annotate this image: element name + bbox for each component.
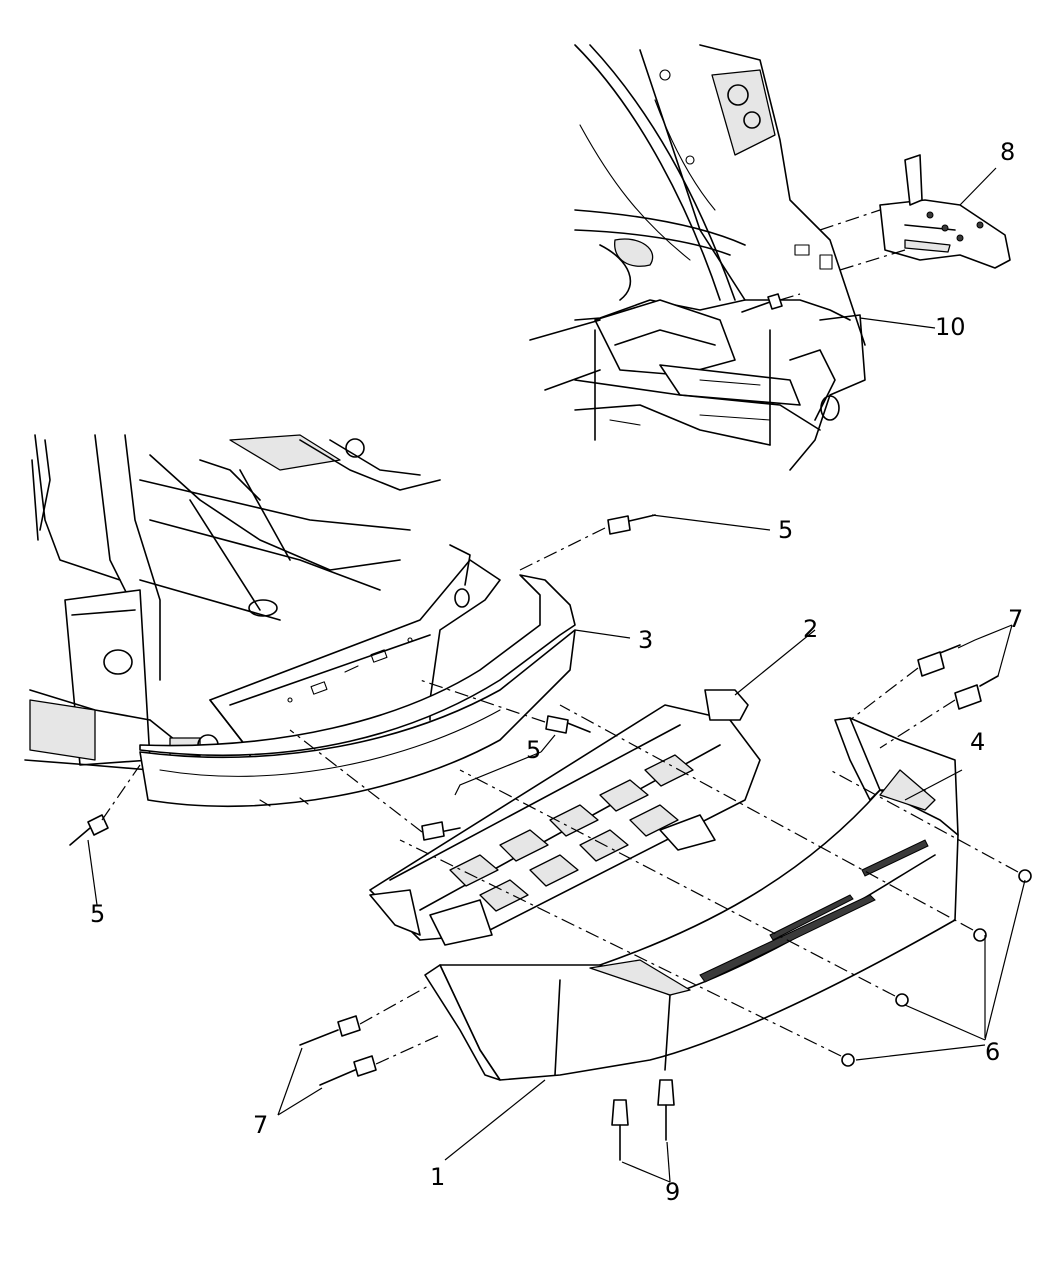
screw-part-6-c <box>459 769 909 1007</box>
callout-5-left: 5 <box>90 900 105 928</box>
push-pin-part-7-upper <box>849 644 961 721</box>
energy-absorber-part-2 <box>369 689 761 946</box>
push-pin-part-7-right <box>879 675 999 749</box>
callouts: 1 2 3 4 5 5 5 6 7 7 8 9 10 <box>90 138 1023 1206</box>
push-pin-part-10 <box>741 293 801 313</box>
callout-5-middle: 5 <box>526 736 541 764</box>
bolt-part-5-upper <box>519 514 656 571</box>
push-pin-part-7-lower-a <box>299 984 431 1046</box>
screw-part-6-b <box>559 704 987 942</box>
vehicle-rear-body <box>24 434 501 771</box>
bolt-part-5-middle <box>419 679 591 734</box>
bracket-part-8 <box>819 154 1011 271</box>
bolt-part-5-lower <box>289 729 461 841</box>
callout-10: 10 <box>935 313 966 341</box>
callout-6: 6 <box>985 1038 1000 1066</box>
screw-part-6-d <box>399 839 855 1067</box>
callout-7-right: 7 <box>1008 605 1023 633</box>
absorber-ribs <box>449 754 694 912</box>
push-pin-part-7-lower-b <box>319 1034 441 1086</box>
push-pin-part-9-right <box>657 1079 675 1141</box>
callout-3: 3 <box>638 626 653 654</box>
fascia-part-4 <box>424 717 959 1081</box>
callout-9: 9 <box>665 1178 680 1206</box>
bolt-part-5-left <box>69 764 141 846</box>
inset-body-rear-corner <box>529 44 866 471</box>
bumper-support-part-3 <box>139 574 576 808</box>
leader-lines <box>87 167 1026 1183</box>
callout-4: 4 <box>970 728 985 756</box>
callout-5-upper: 5 <box>778 516 793 544</box>
callout-1: 1 <box>430 1163 445 1191</box>
callout-8: 8 <box>1000 138 1015 166</box>
callout-2: 2 <box>803 615 818 643</box>
push-pin-part-9-left <box>611 1099 629 1161</box>
callout-7-left: 7 <box>253 1111 268 1139</box>
